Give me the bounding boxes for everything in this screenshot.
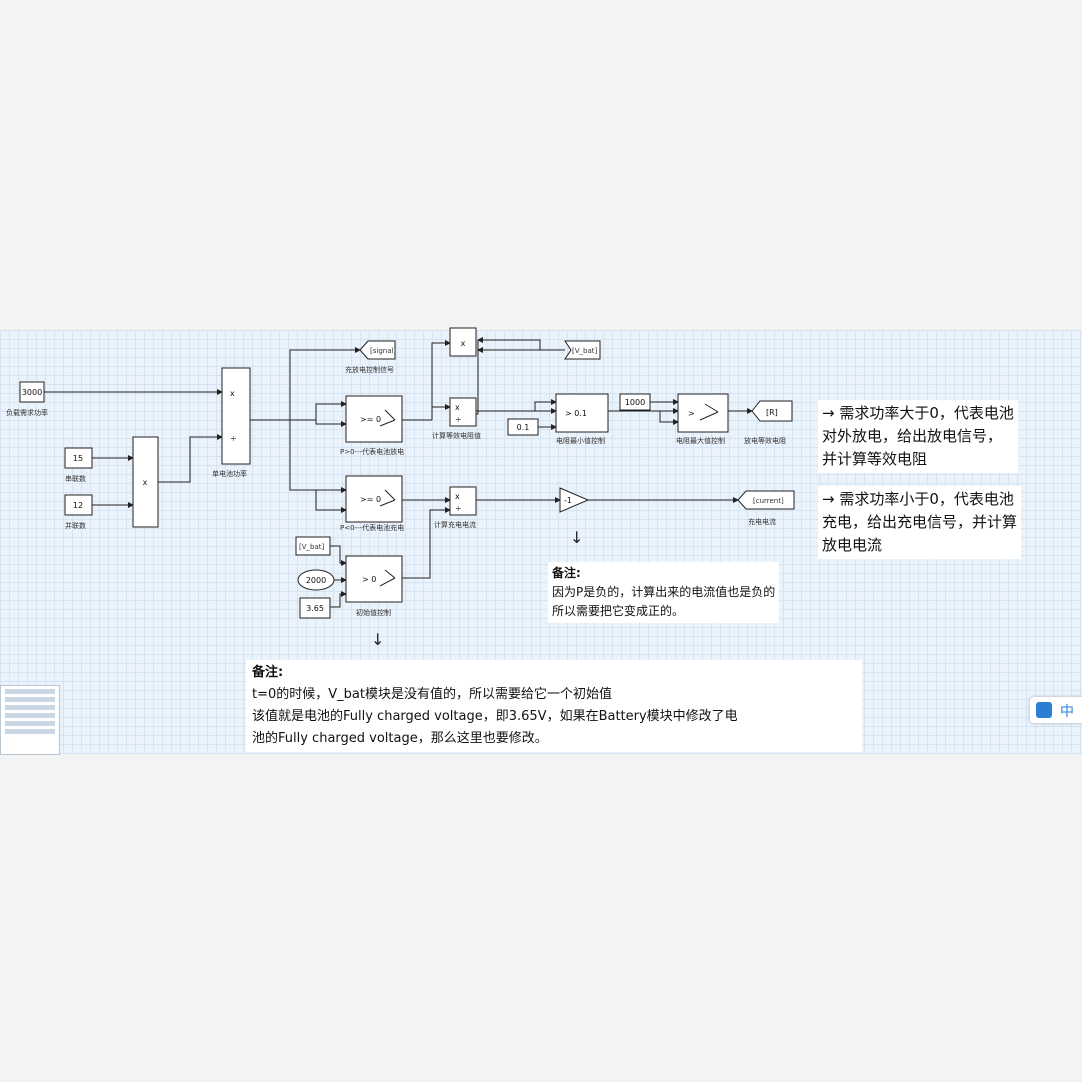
init-note-line: 该值就是电池的Fully charged voltage，即3.65V，如果在B… <box>252 709 738 724</box>
current-divide-multiply: x <box>455 492 460 501</box>
discharge-switch-condition: >= 0 <box>360 415 381 424</box>
init-note-line: 池的Fully charged voltage，那么这里也要修改。 <box>252 731 548 746</box>
parallel-constant-label: 并联数 <box>65 521 86 530</box>
charge-note-line: 充电，给出充电信号，并计算 <box>822 513 1018 531</box>
model-thumbnail[interactable] <box>0 685 60 755</box>
max-constant-block[interactable] <box>619 393 651 411</box>
gain-note-title: 备注: <box>552 566 581 580</box>
charge-note-line: 放电电流 <box>822 536 883 554</box>
ime-logo-icon <box>1036 702 1052 718</box>
gain-note: 备注: 因为P是负的，计算出来的电流值也是负的 所以需要把它变成正的。 <box>548 562 780 623</box>
init-note-title: 备注: <box>252 665 284 680</box>
init-vbat-from-tag: [V_bat] <box>299 543 324 551</box>
ime-badge-text: 中 <box>1060 704 1074 720</box>
series-constant-block[interactable] <box>64 447 93 469</box>
min-constant-value: 0.1 <box>517 423 530 432</box>
gain-note-arrow: ↓ <box>570 528 584 547</box>
max-constant-value: 1000 <box>625 398 645 407</box>
vbat-product-block[interactable] <box>449 327 477 357</box>
gain-block[interactable] <box>559 487 590 513</box>
min-switch-condition: > 0.1 <box>565 409 587 418</box>
parallel-constant-block[interactable] <box>64 494 93 516</box>
series-constant-label: 串联数 <box>65 474 86 483</box>
calc-current-label: 计算充电电流 <box>434 520 476 529</box>
init-vbat-from-block[interactable] <box>295 536 331 556</box>
r-goto-block[interactable] <box>751 400 793 422</box>
load-constant-value: 3000 <box>22 388 42 397</box>
init-constant-block[interactable] <box>299 597 331 619</box>
charge-switch-label: P<0---代表电池充电 <box>340 523 404 532</box>
resistance-divide-block[interactable] <box>449 397 477 427</box>
max-switch-block[interactable] <box>677 393 729 433</box>
charge-note-line: → 需求功率小于0，代表电池 <box>822 490 1014 508</box>
current-goto-block[interactable] <box>737 490 795 510</box>
init-switch-label: 初始值控制 <box>356 608 391 617</box>
product-sign: x <box>143 478 148 487</box>
series-constant-value: 15 <box>73 454 83 463</box>
r-goto-label: 放电等效电阻 <box>744 436 786 445</box>
min-switch-label: 电阻最小值控制 <box>556 436 605 445</box>
cell-power-label: 单电池功率 <box>212 469 247 478</box>
divide-multiply-sign: x <box>230 389 235 398</box>
signal-goto-tag: [signal] <box>370 347 396 355</box>
init-note-line: t=0的时候，V_bat模块是没有值的，所以需要给它一个初始值 <box>252 687 612 702</box>
charge-switch-block[interactable] <box>345 475 403 523</box>
gain-value: -1 <box>564 496 572 505</box>
min-switch-block[interactable] <box>555 393 609 433</box>
min-constant-block[interactable] <box>507 418 539 436</box>
ime-badge[interactable]: 中 <box>1030 697 1082 723</box>
divide-sign: ÷ <box>230 434 237 443</box>
init-note-arrow: ↓ <box>371 630 385 649</box>
signal-goto-label: 充放电控制信号 <box>345 365 394 374</box>
init-clock-block[interactable] <box>297 569 335 591</box>
resistance-divide-sign: ÷ <box>455 415 462 424</box>
parallel-constant-value: 12 <box>73 501 83 510</box>
current-divide-block[interactable] <box>449 486 477 516</box>
init-constant-value: 3.65 <box>306 604 324 613</box>
divide-block[interactable] <box>221 367 251 465</box>
charge-note: → 需求功率小于0，代表电池 充电，给出充电信号，并计算 放电电流 <box>818 486 1022 559</box>
discharge-note-line: 并计算等效电阻 <box>822 450 928 468</box>
charge-switch-condition: >= 0 <box>360 495 381 504</box>
vbat-from-tag: [V_bat] <box>572 347 597 355</box>
init-clock-value: 2000 <box>306 576 326 585</box>
current-goto-tag: [current] <box>753 497 784 505</box>
r-goto-tag: [R] <box>766 408 778 417</box>
init-note: 备注: t=0的时候，V_bat模块是没有值的，所以需要给它一个初始值 该值就是… <box>246 660 862 752</box>
signal-goto-block[interactable] <box>359 340 396 360</box>
load-constant-block[interactable] <box>19 381 45 403</box>
load-constant-label: 负载需求功率 <box>6 408 48 417</box>
gain-note-line: 所以需要把它变成正的。 <box>552 604 685 618</box>
gain-note-line: 因为P是负的，计算出来的电流值也是负的 <box>552 585 776 599</box>
max-switch-condition: > <box>688 409 695 418</box>
resistance-divide-multiply: x <box>455 403 460 412</box>
vbat-from-block[interactable] <box>564 340 601 360</box>
init-switch-condition: > 0 <box>362 575 376 584</box>
discharge-switch-block[interactable] <box>345 395 403 443</box>
discharge-note-line: 对外放电，给出放电信号， <box>822 427 1003 445</box>
current-goto-label: 充电电流 <box>748 517 776 526</box>
discharge-note: → 需求功率大于0，代表电池 对外放电，给出放电信号， 并计算等效电阻 <box>818 400 1018 473</box>
max-switch-label: 电阻最大值控制 <box>676 436 725 445</box>
discharge-note-line: → 需求功率大于0，代表电池 <box>822 404 1014 422</box>
vbat-product-sign: x <box>461 339 466 348</box>
discharge-switch-label: P>0---代表电池放电 <box>340 447 404 456</box>
current-divide-sign: ÷ <box>455 504 462 513</box>
product-block[interactable] <box>132 436 159 528</box>
calc-resistance-label: 计算等效电阻值 <box>432 431 481 440</box>
